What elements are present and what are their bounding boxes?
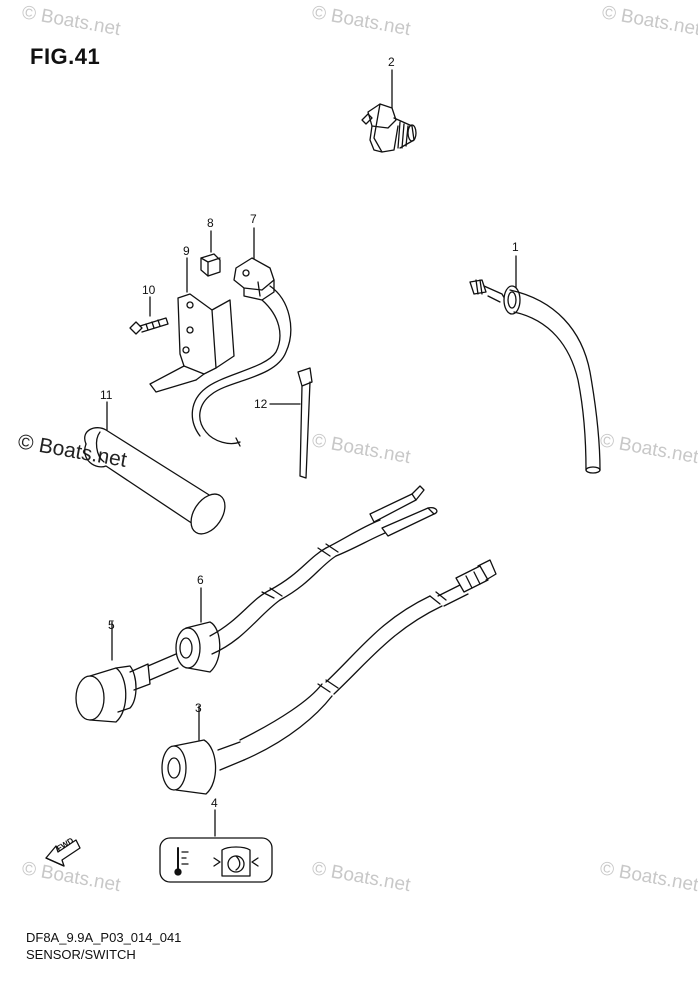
part-7-switch[interactable] [191, 227, 292, 447]
callout-4[interactable]: 4 [211, 796, 218, 810]
callout-11[interactable]: 11 [100, 388, 113, 402]
callout-3[interactable]: 3 [195, 701, 202, 715]
callout-2[interactable]: 2 [388, 55, 395, 69]
part-12-cable-tie[interactable] [269, 367, 313, 479]
part-5-switch-harness[interactable] [75, 485, 438, 723]
callout-6[interactable]: 6 [197, 573, 204, 587]
part-2-pressure-switch[interactable] [361, 69, 417, 153]
callout-9[interactable]: 9 [183, 244, 190, 258]
part-11-tube[interactable] [84, 401, 232, 540]
fwd-arrow-icon [45, 839, 81, 867]
callout-12[interactable]: 12 [254, 397, 268, 411]
figure-title: FIG.41 [30, 44, 101, 69]
part-6-grommet[interactable] [175, 587, 221, 673]
callout-8[interactable]: 8 [207, 216, 214, 230]
callout-1[interactable]: 1 [512, 240, 519, 254]
part-4-label[interactable] [159, 809, 273, 883]
part-3-switch-harness[interactable] [161, 559, 497, 795]
callout-5[interactable]: 5 [108, 618, 115, 632]
diagram-code: DF8A_9.9A_P03_014_041 [26, 930, 182, 945]
callout-10[interactable]: 10 [142, 283, 156, 297]
callout-7[interactable]: 7 [250, 212, 257, 226]
part-8-spacer[interactable] [200, 230, 221, 277]
diagram-name: SENSOR/SWITCH [26, 947, 136, 962]
part-9-bracket[interactable] [149, 257, 235, 393]
part-10-screw[interactable] [129, 296, 169, 335]
part-1-temp-sensor[interactable] [469, 255, 601, 474]
